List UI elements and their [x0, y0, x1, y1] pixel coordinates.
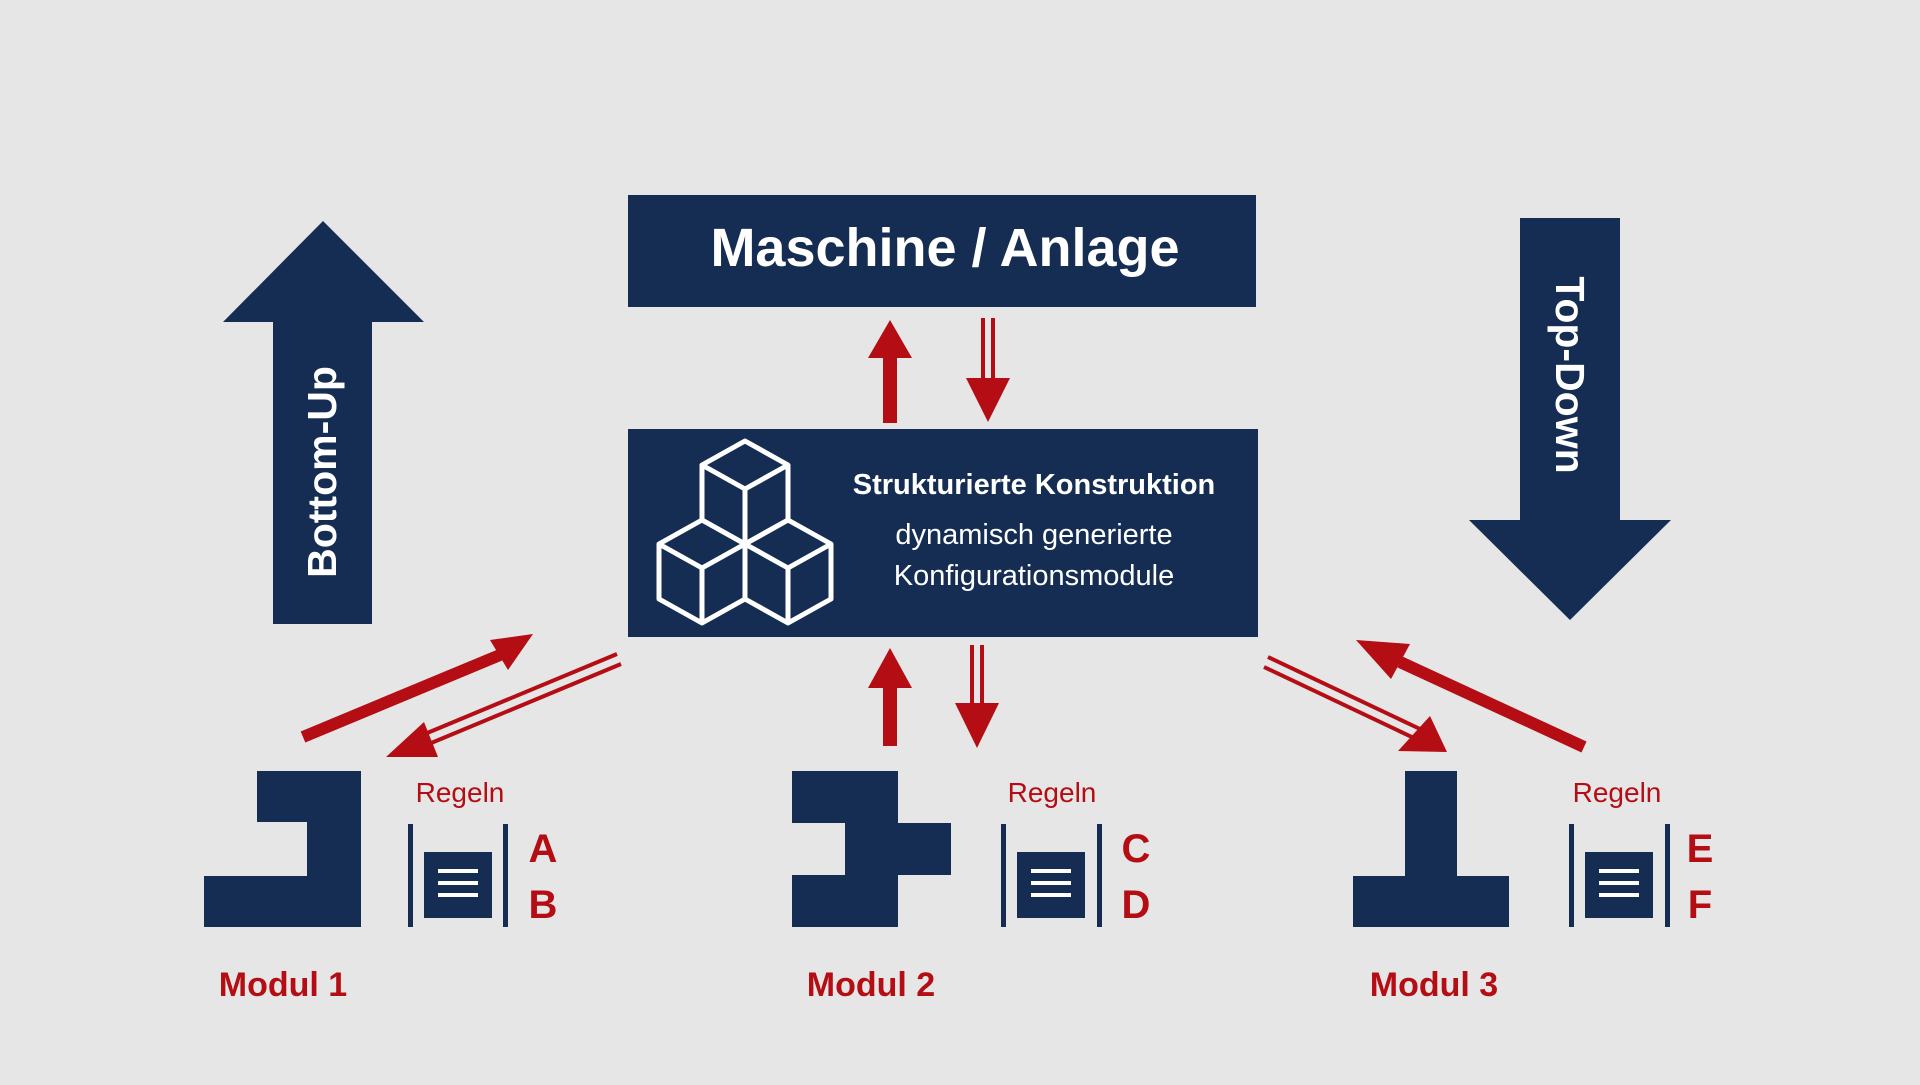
downward-double-arrow-module-2	[955, 645, 999, 748]
rule-letter-d: D	[1122, 883, 1151, 927]
rule-letter-c: C	[1122, 827, 1151, 871]
rule-letter-e: E	[1687, 827, 1714, 871]
flow-arrows-top	[868, 318, 1010, 423]
module-2: Regeln C D Modul 2	[792, 771, 1150, 1004]
t-shape-icon	[1353, 771, 1509, 927]
construction-line-1: dynamisch generierte	[895, 519, 1172, 551]
module-1: Regeln A B Modul 1	[204, 771, 557, 1004]
downward-diagonal-double-arrow-module-3	[1263, 655, 1447, 752]
module-3: Regeln E F Modul 3	[1353, 771, 1713, 1004]
construction-line-2: Konfigurationsmodule	[894, 560, 1175, 592]
downward-diagonal-double-arrow-module-1	[386, 652, 622, 757]
rule-letter-f: F	[1688, 883, 1712, 927]
upward-arrow	[868, 320, 912, 423]
rule-letter-a: A	[529, 827, 558, 871]
module-2-label: Modul 2	[807, 966, 935, 1004]
top-down-arrow: Top-Down	[1469, 218, 1671, 620]
top-down-label: Top-Down	[1547, 276, 1593, 473]
flow-arrows-right	[1263, 640, 1587, 753]
rules-label-module-3: Regeln	[1573, 777, 1662, 808]
flow-arrows-left	[300, 634, 622, 757]
rule-letter-b: B	[529, 883, 558, 927]
document-icon	[1001, 824, 1102, 927]
module-1-label: Modul 1	[219, 966, 347, 1004]
plus-shape-icon	[792, 771, 951, 927]
module-3-label: Modul 3	[1370, 966, 1498, 1004]
downward-double-arrow	[966, 318, 1010, 422]
upward-diagonal-arrow-module-1	[300, 634, 533, 743]
rules-label-module-2: Regeln	[1008, 777, 1097, 808]
stacked-cubes-icon	[656, 438, 834, 626]
upward-diagonal-arrow-module-3	[1356, 640, 1587, 753]
bottom-up-label: Bottom-Up	[299, 366, 345, 578]
construction-box: Strukturierte Konstruktion dynamisch gen…	[628, 429, 1258, 637]
flow-arrows-middle	[868, 645, 999, 748]
rules-label-module-1: Regeln	[416, 777, 505, 808]
document-icon	[1569, 824, 1670, 927]
document-icon	[408, 824, 508, 927]
bottom-up-arrow: Bottom-Up	[223, 221, 424, 624]
construction-title: Strukturierte Konstruktion	[853, 469, 1216, 501]
machine-title: Maschine / Anlage	[710, 218, 1179, 278]
l-shape-icon	[204, 771, 361, 927]
upward-arrow-module-2	[868, 648, 912, 746]
machine-box: Maschine / Anlage	[628, 195, 1256, 307]
